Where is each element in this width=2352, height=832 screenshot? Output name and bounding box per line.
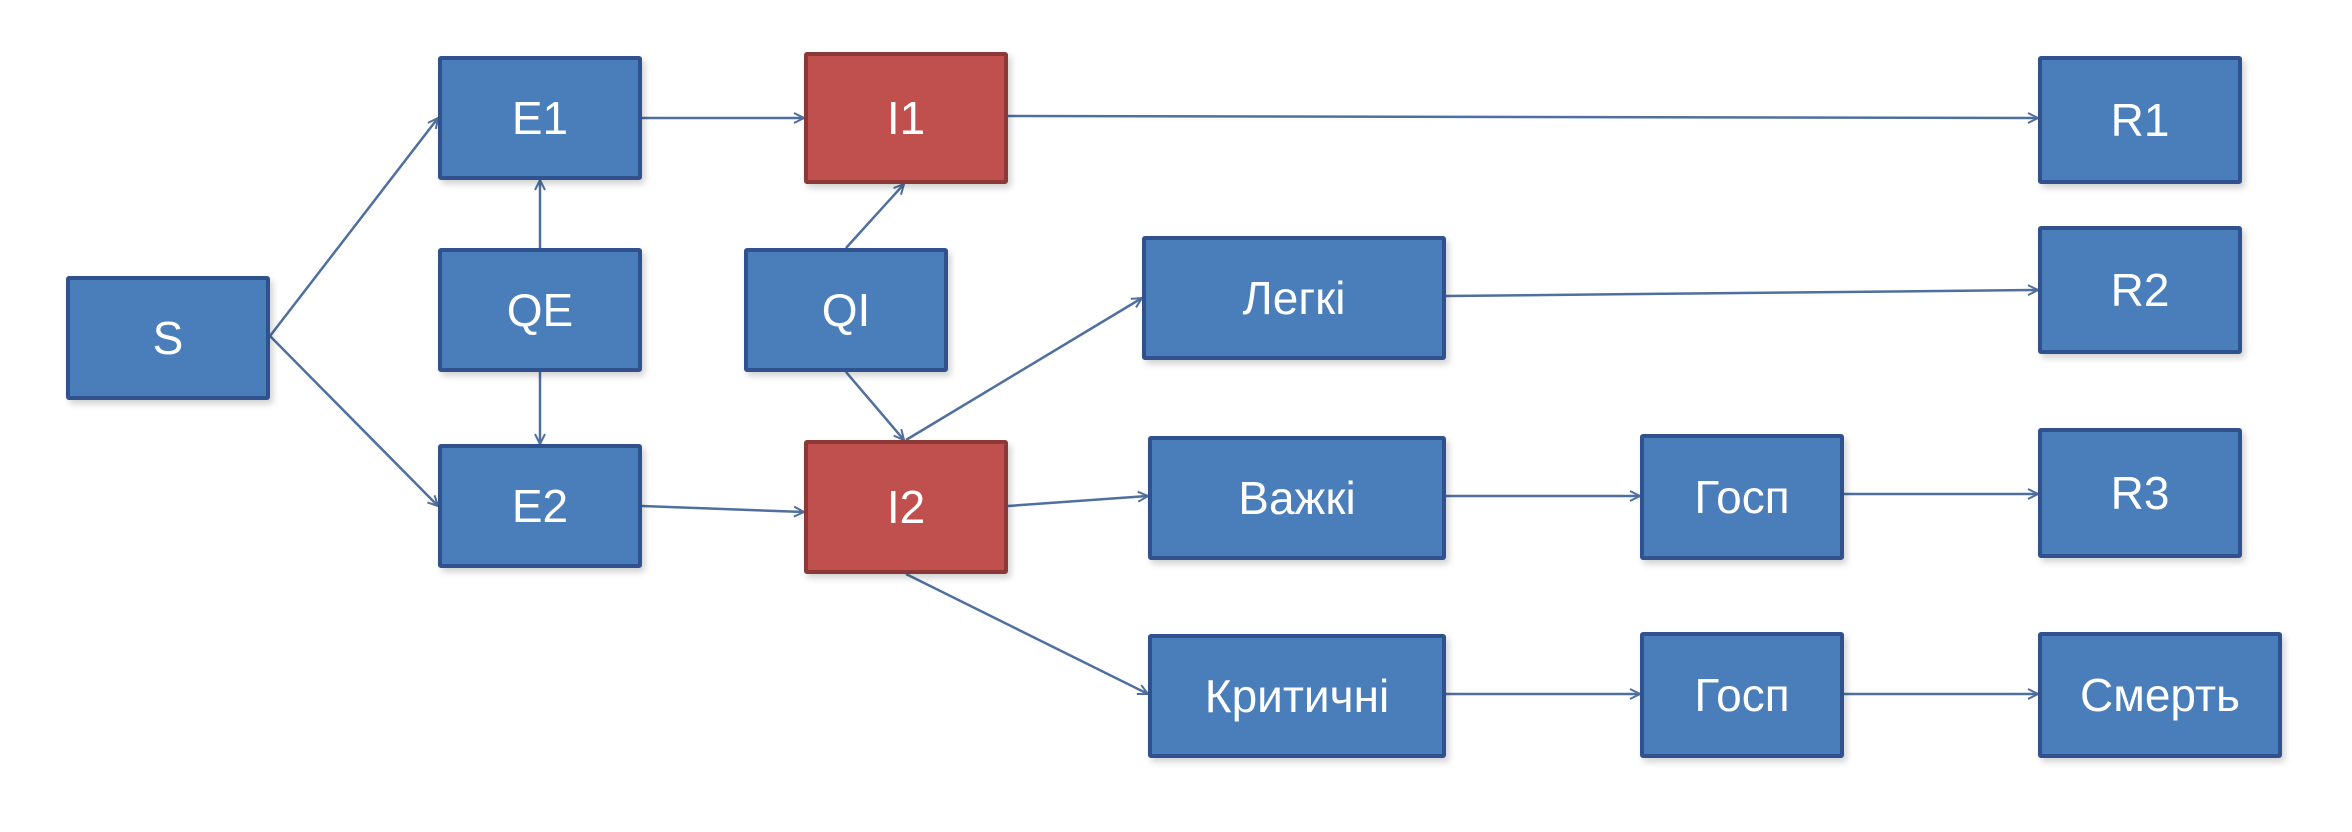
node-severe-label: Важкі [1238, 472, 1356, 524]
node-s: S [66, 276, 270, 400]
node-i1: I1 [804, 52, 1008, 184]
node-qe: QE [438, 248, 642, 372]
node-critical-label: Критичні [1204, 670, 1390, 722]
node-hosp-critical-label: Госп [1694, 669, 1790, 721]
node-hosp-severe-label: Госп [1694, 471, 1790, 523]
arrow-mild-to-r2 [1445, 290, 2038, 298]
node-e2: E2 [438, 444, 642, 568]
node-death-label: Смерть [2079, 669, 2241, 721]
node-e1-label: E1 [511, 92, 569, 144]
arrow-i1-to-r1 [1007, 116, 2038, 118]
node-r1-label: R1 [2110, 94, 2170, 146]
node-mild-label: Легкі [1242, 272, 1346, 324]
node-qe-label: QE [506, 284, 574, 336]
node-r1: R1 [2038, 56, 2242, 184]
node-hosp-critical: Госп [1640, 632, 1844, 758]
node-hosp-severe: Госп [1640, 434, 1844, 560]
node-critical: Критичні [1148, 634, 1446, 758]
node-death: Смерть [2038, 632, 2282, 758]
node-qi-label: QI [821, 284, 871, 336]
node-e2-label: E2 [511, 480, 569, 532]
node-r3-label: R3 [2110, 467, 2170, 519]
node-qi: QI [744, 248, 948, 372]
arrow-i2-to-severe [1007, 496, 1148, 508]
arrow-e2-to-i2 [641, 504, 804, 512]
node-i2: I2 [804, 440, 1008, 574]
node-r2: R2 [2038, 226, 2242, 354]
node-severe: Важкі [1148, 436, 1446, 560]
node-s-label: S [152, 312, 184, 364]
node-i1-label: I1 [886, 92, 926, 144]
arrow-s-to-e1 [269, 118, 438, 337]
arrow-qi-to-i2 [845, 371, 904, 440]
node-e1: E1 [438, 56, 642, 180]
node-r3: R3 [2038, 428, 2242, 558]
arrow-i2-to-critical [905, 572, 1148, 696]
arrow-i2-to-mild [905, 298, 1142, 442]
arrow-s-to-e2 [269, 335, 438, 506]
node-mild: Легкі [1142, 236, 1446, 360]
arrow-qi-to-i1 [845, 184, 904, 249]
node-i2-label: I2 [886, 481, 926, 533]
node-r2-label: R2 [2110, 264, 2170, 316]
